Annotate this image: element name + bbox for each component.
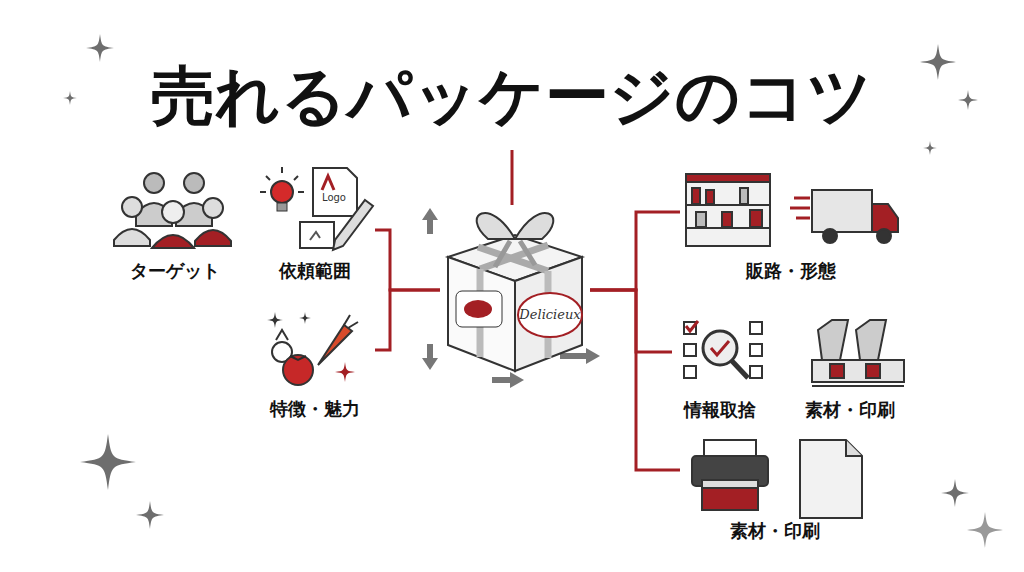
feature-node: 特徴・魅力 [255,305,375,430]
material-node: 素材・印刷 [680,436,870,556]
brand-label: Delicieux [519,307,580,323]
truck-icon [790,190,898,243]
node-label: 依頼範囲 [279,260,351,282]
connector-line [375,230,440,290]
connector-line [375,290,440,350]
leader-line [511,150,514,205]
connector-line [590,290,672,352]
channel-node: 販路・形態 [680,165,902,290]
node-label: 販路・形態 [746,260,836,282]
connector-line [590,212,680,290]
paper-icon [800,440,862,518]
people-icon [114,173,231,248]
idea-icon [260,167,373,250]
press-icon [812,320,904,386]
checklist-icon [684,321,762,378]
movement-arrows [422,208,600,388]
info-node: 情報取捨 [672,312,768,430]
vegetable-icon [267,312,358,385]
node-label: 特徴・魅力 [270,398,360,420]
scope-node: 依頼範囲 [255,165,375,290]
node-label: ターゲット [130,260,220,282]
printer-icon [692,440,768,510]
gift-box-outline [440,195,590,375]
node-label: 素材・印刷 [805,399,895,421]
shelf-icon [686,174,770,246]
target-node: ターゲット [105,165,245,290]
node-label: 素材・印刷 [730,520,820,542]
logo-text: Logo [322,192,346,203]
diagram-title: 売れるパッケージのコツ [0,58,1024,135]
connector-line [590,290,680,470]
package-node: Delicieux [440,195,590,375]
material-node: 素材・印刷 [790,312,910,430]
node-label: 情報取捨 [684,399,756,421]
